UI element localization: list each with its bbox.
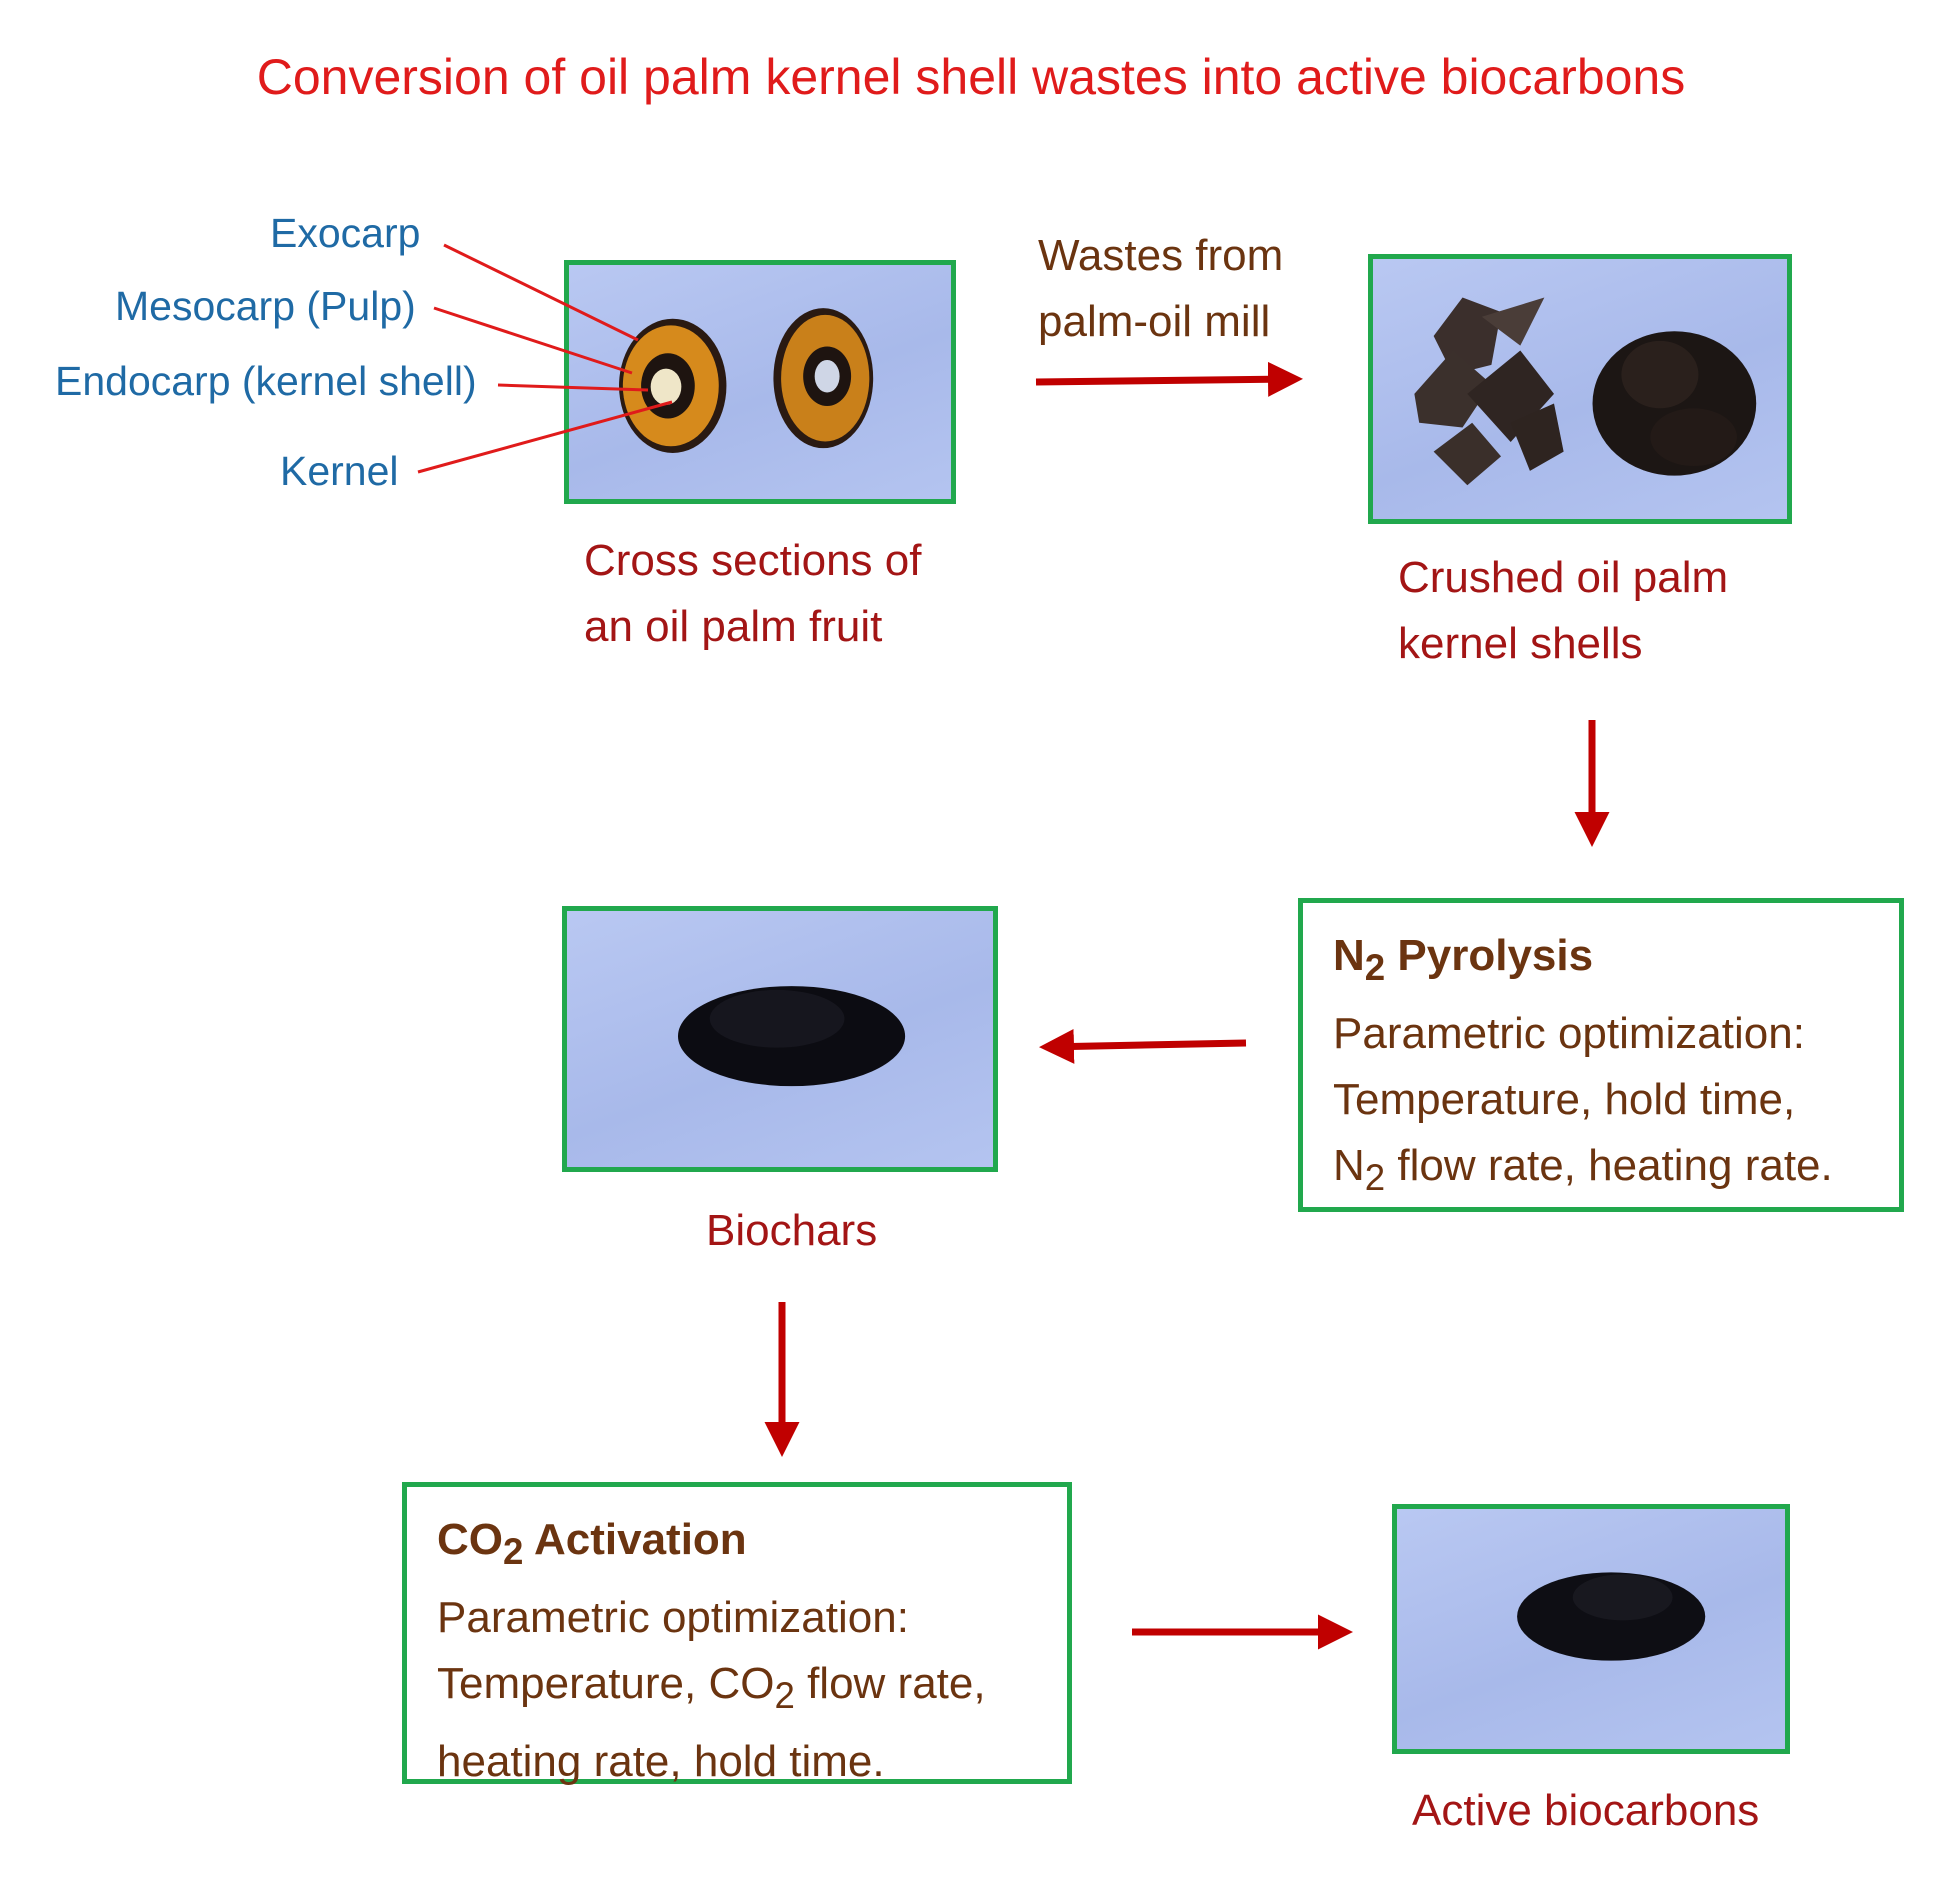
label-exocarp: Exocarp xyxy=(270,210,421,256)
pyrolysis-box: N2 Pyrolysis Parametric optimization: Te… xyxy=(1298,898,1904,1212)
active-biocarbons-photo xyxy=(1392,1504,1790,1754)
pyrolysis-line1: Parametric optimization: xyxy=(1333,1008,1805,1058)
fruit-cross-section-photo xyxy=(564,260,956,504)
diagram-title: Conversion of oil palm kernel shell wast… xyxy=(256,49,1686,105)
pyrolysis-line3: N2 flow rate, heating rate. xyxy=(1333,1140,1833,1198)
crushed-caption-line1: Crushed oil palm xyxy=(1398,553,1729,602)
activation-line3: heating rate, hold time. xyxy=(437,1736,885,1786)
label-endocarp: Endocarp (kernel shell) xyxy=(55,358,477,404)
activation-title: CO2 Activation xyxy=(437,1515,747,1572)
label-mesocarp: Mesocarp (Pulp) xyxy=(115,283,416,329)
pyrolysis-line2: Temperature, hold time, xyxy=(1333,1074,1796,1124)
fruit-caption-line1: Cross sections of xyxy=(584,536,922,585)
crushed-caption-line2: kernel shells xyxy=(1398,619,1643,668)
arrow-pyrolysis-to-biochars xyxy=(1039,1028,1247,1064)
biochars-caption: Biochars xyxy=(706,1206,878,1255)
activation-box: CO2 Activation Parametric optimization: … xyxy=(402,1482,1072,1786)
crushed-shells-photo xyxy=(1368,254,1792,524)
waste-caption-line1: Wastes from xyxy=(1038,231,1284,280)
pyrolysis-title: N2 Pyrolysis xyxy=(1333,931,1594,988)
active-biocarbons-caption: Active biocarbons xyxy=(1412,1786,1760,1835)
arrow-fruit-to-crushed xyxy=(1035,361,1303,397)
fruit-caption-line2: an oil palm fruit xyxy=(584,602,883,651)
activation-line1: Parametric optimization: xyxy=(437,1592,909,1642)
activation-line2: Temperature, CO2 flow rate, xyxy=(437,1658,986,1716)
label-kernel: Kernel xyxy=(280,448,399,494)
waste-caption-line2: palm-oil mill xyxy=(1038,297,1271,346)
biochars-photo xyxy=(562,906,998,1172)
